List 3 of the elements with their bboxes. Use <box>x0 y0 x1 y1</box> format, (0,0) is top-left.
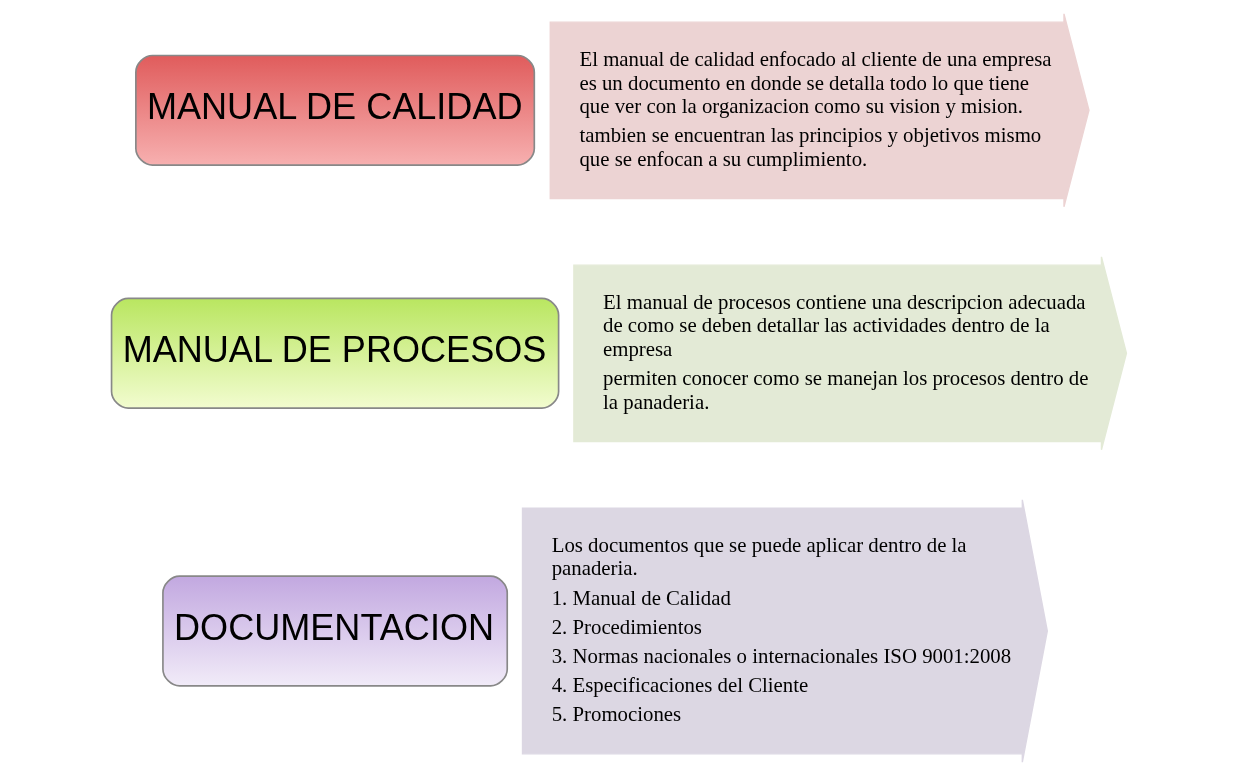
node-box: DOCUMENTACION <box>161 575 508 687</box>
node-box: MANUAL DE CALIDAD <box>134 54 535 166</box>
node-box: MANUAL DE PROCESOS <box>110 297 559 409</box>
